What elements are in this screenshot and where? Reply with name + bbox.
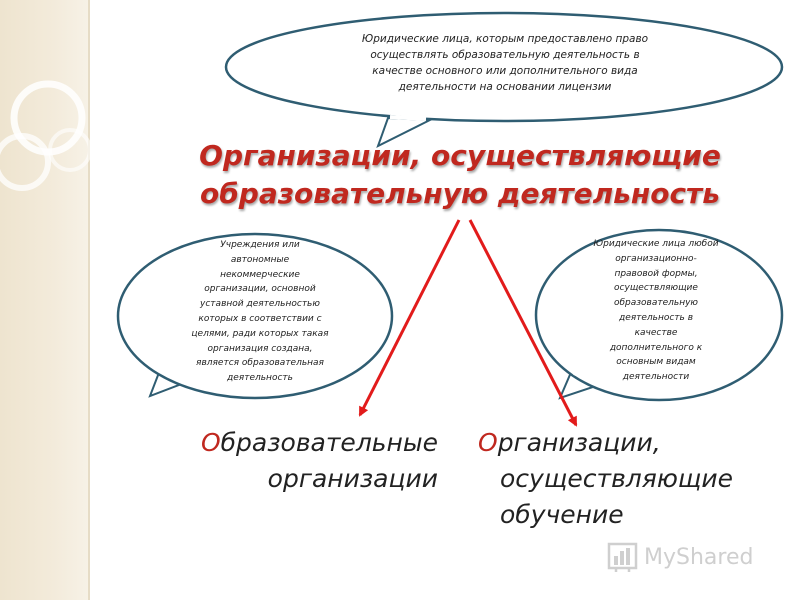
training-organizations-label: Организации, осуществляющие обучение	[478, 425, 778, 533]
top-bubble-line: Юридические лица, которым предоставлено …	[361, 33, 649, 45]
right-bubble-line: Юридические лица любой	[593, 239, 719, 249]
arrow-to-educational-organizations	[358, 219, 461, 417]
top-bubble-line: качестве основного или дополнительного в…	[372, 65, 638, 77]
left-bubble-line: деятельность	[227, 373, 293, 384]
left-bubble-line: которых в соответствии с	[198, 313, 322, 324]
left-bubble-line: организации, основной	[204, 284, 316, 295]
word-rest: рганизации,	[497, 428, 661, 457]
bar-chart-icon	[607, 542, 638, 572]
right-bubble-text: Юридические лица любой организационно- п…	[565, 237, 747, 385]
left-bubble-line: Учреждения или	[220, 240, 300, 250]
initial-letter: О	[200, 428, 221, 457]
side-band-edge	[88, 0, 90, 600]
left-bubble-line: автономные	[230, 254, 290, 265]
training-organizations-line-3: обучение	[500, 500, 624, 529]
watermark-text: MyShared	[644, 544, 754, 570]
ring-tiny	[48, 128, 90, 172]
ring-small	[0, 133, 51, 191]
main-title-line-1: Организации, осуществляющие	[199, 139, 721, 172]
top-bubble-line: деятельности на основании лицензии	[398, 81, 612, 93]
left-speech-bubble	[116, 232, 394, 400]
main-title-line-2: образовательную деятельность	[200, 177, 720, 210]
arrow-to-training-organizations	[468, 219, 578, 427]
left-bubble-line: уставной деятельностью	[200, 299, 320, 310]
right-bubble-line: деятельность в	[618, 312, 694, 323]
right-bubble-line: осуществляющие	[614, 283, 698, 294]
left-bubble-line: является образовательная	[196, 358, 324, 369]
right-bubble-line: организационно-	[615, 253, 697, 264]
left-bubble-text: Учреждения или автономные некоммерческие…	[160, 238, 360, 386]
right-bubble-line: основным видам	[616, 357, 696, 368]
training-organizations-line-1: Организации,	[478, 425, 778, 461]
word-rest: бразовательные	[220, 428, 438, 457]
top-bubble-line: осуществлять образовательную деятельност…	[370, 49, 640, 61]
training-organizations-line-2: осуществляющие	[500, 464, 734, 493]
left-bubble-line: целями, ради которых такая	[191, 328, 329, 339]
left-bubble-line: организация создана,	[207, 343, 313, 354]
educational-organizations-line-2: организации	[267, 464, 438, 493]
educational-organizations-label: Образовательные организации	[160, 425, 438, 497]
right-bubble-line: дополнительного к	[609, 342, 703, 353]
decorative-rings	[0, 80, 90, 191]
right-bubble-line: качестве	[634, 327, 678, 338]
watermark: MyShared	[606, 537, 776, 577]
main-title: Организации, осуществляющие образователь…	[150, 137, 770, 213]
right-bubble-line: правовой формы,	[614, 268, 698, 279]
left-bubble-line: некоммерческие	[220, 269, 300, 280]
top-speech-bubble	[224, 11, 784, 149]
educational-organizations-line-1: Образовательные	[160, 425, 438, 461]
right-bubble-line: образовательную	[613, 298, 699, 309]
right-bubble-line: деятельности	[622, 372, 690, 383]
initial-letter: О	[478, 428, 498, 457]
right-speech-bubble	[534, 228, 784, 402]
top-bubble-text: Юридические лица, которым предоставлено …	[300, 31, 710, 95]
